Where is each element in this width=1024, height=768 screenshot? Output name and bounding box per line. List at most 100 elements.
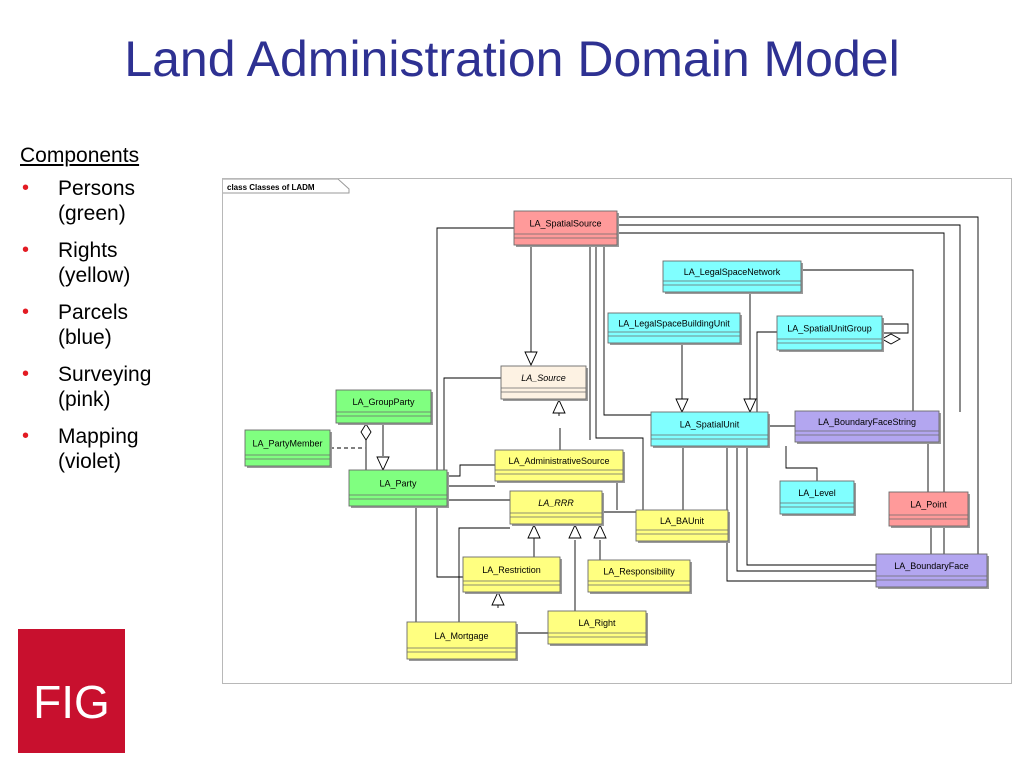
class-restriction[interactable]: LA_Restriction [462,556,562,594]
generalization-arrow [593,523,607,539]
class-right[interactable]: LA_Right [547,610,648,646]
class-label: LA_RRR [538,498,574,508]
class-box [244,429,331,467]
list-item-text: Parcels (blue) [58,301,129,349]
generalization-arrow [491,590,505,606]
class-label: LA_SpatialUnitGroup [787,324,872,334]
generalization-arrow [675,398,689,414]
class-legalspacenetwork[interactable]: LA_LegalSpaceNetwork [662,260,803,294]
class-box [650,411,769,447]
bullet-icon: • [22,363,30,385]
class-spatialunitgroup[interactable]: LA_SpatialUnitGroup [776,315,884,352]
class-administrativesource[interactable]: LA_AdministrativeSource [494,449,625,483]
class-partymember[interactable]: LA_PartyMember [244,429,332,468]
class-legalspacebuildingunit[interactable]: LA_LegalSpaceBuildingUnit [607,312,742,345]
class-spatialunit[interactable]: LA_SpatialUnit [650,411,770,448]
class-label: LA_Restriction [482,565,541,575]
association-line [436,227,514,578]
class-label: LA_LegalSpaceBuildingUnit [618,319,730,329]
class-point[interactable]: LA_Point [888,491,970,528]
class-spatialsource[interactable]: LA_SpatialSource [513,210,619,247]
class-label: LA_BAUnit [660,516,705,526]
class-baunit[interactable]: LA_BAUnit [635,509,730,543]
class-label: LA_AdministrativeSource [508,456,609,466]
components-heading: Components [20,144,140,167]
class-boundaryfacestring[interactable]: LA_BoundaryFaceString [794,410,941,444]
class-box [335,389,432,424]
class-label: LA_Party [379,479,417,489]
class-label: LA_Responsibility [603,567,675,577]
class-responsibility[interactable]: LA_Responsibility [587,559,692,594]
class-box [462,556,561,593]
class-box [547,610,647,645]
class-mortgage[interactable]: LA_Mortgage [406,621,518,661]
aggregation-diamond [360,423,372,441]
generalization-arrow [376,456,390,472]
class-box [406,621,517,660]
list-item: •Parcels (blue) [20,300,183,362]
association-line [617,224,961,412]
class-label: LA_BoundaryFaceString [818,417,916,427]
association-line [736,446,876,572]
class-label: LA_Right [578,618,616,628]
class-groupparty[interactable]: LA_GroupParty [335,389,433,425]
list-item: • Surveying (pink) [20,362,183,424]
list-item-text: Persons (green) [58,177,136,225]
bullet-icon: • [22,177,30,199]
class-label: LA_Mortgage [434,631,488,641]
class-party[interactable]: LA_Party [348,469,449,508]
list-item-text: Rights (yellow) [58,239,131,287]
bullet-icon: • [22,425,30,447]
class-box [348,469,448,507]
association-line [447,464,495,477]
list-item: • Persons (green) [20,176,183,238]
generalization-arrow [552,398,566,414]
association-line [443,377,501,470]
class-box [779,480,855,515]
association-line [458,527,510,622]
association-line [595,245,644,510]
class-box [500,365,587,400]
diagram-frame-tab [223,179,350,194]
class-label: LA_SpatialSource [529,219,601,229]
class-rrr[interactable]: LA_RRR [509,490,604,526]
class-box [875,553,988,588]
class-box [888,491,969,527]
class-label: LA_LegalSpaceNetwork [684,267,781,277]
aggregation-diamond [881,333,901,345]
class-boundaryface[interactable]: LA_BoundaryFace [875,553,989,589]
class-label: LA_SpatialUnit [680,420,740,430]
association-line [617,216,979,555]
slide-title: Land Administration Domain Model [124,31,900,87]
class-box [494,449,624,482]
fig-logo-text: FIG [33,676,110,728]
fig-logo: FIG [18,629,125,753]
class-label: LA_Point [910,500,947,510]
class-box [794,410,940,443]
association-line [746,446,876,566]
list-item: • Rights (yellow) [20,238,183,300]
association-line [882,323,909,334]
class-box [635,509,729,542]
class-label: LA_Source [521,373,566,383]
class-box [776,315,883,351]
association-line [603,245,651,416]
class-box [509,490,603,525]
association-line [768,269,914,411]
bullet-icon: • [22,239,30,261]
generalization-arrow [568,523,582,539]
generalization-arrow [743,398,757,414]
diagram-frame-label: class Classes of LADM [227,183,315,192]
association-line [756,331,777,412]
class-source[interactable]: LA_Source [500,365,588,401]
list-item-text: Surveying (pink) [58,363,152,411]
association-line [726,446,876,582]
class-box [513,210,618,246]
class-box [607,312,741,344]
class-level[interactable]: LA_Level [779,480,856,516]
generalization-arrow [524,351,538,367]
list-item: •Mapping (violet) [20,424,183,486]
generalization-arrow [527,523,541,539]
class-box [662,260,802,293]
class-label: LA_PartyMember [252,439,322,449]
